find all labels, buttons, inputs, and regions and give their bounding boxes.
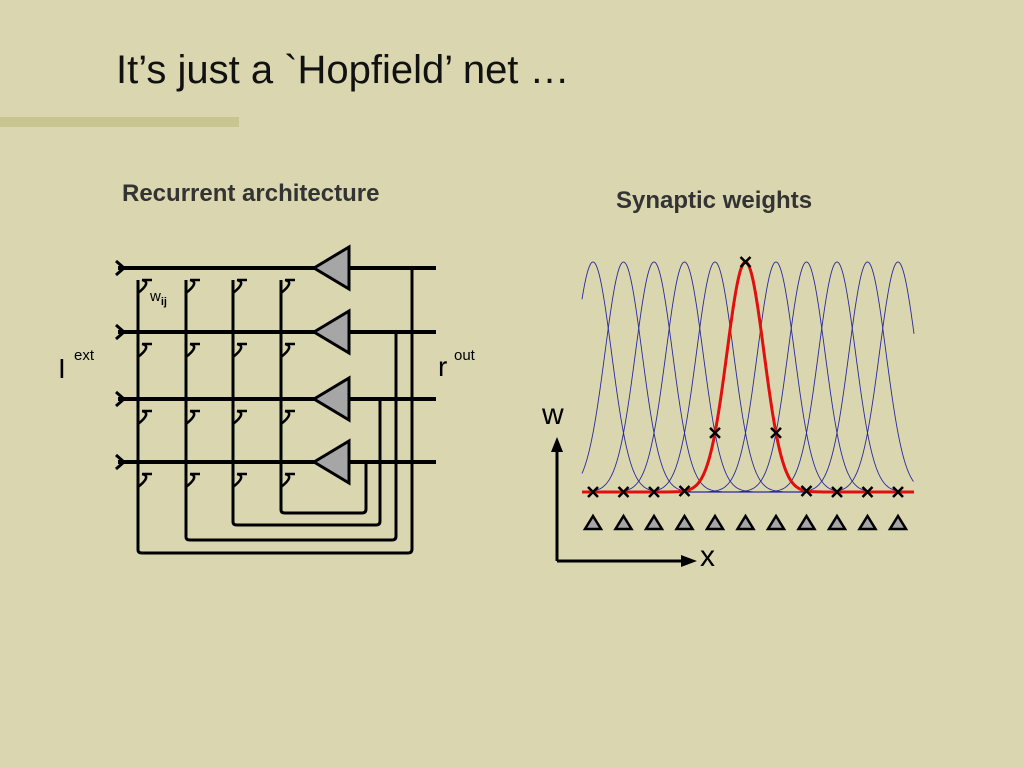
tuning-curve-3 bbox=[586, 261, 722, 493]
neuron-marker-1 bbox=[582, 513, 604, 531]
amplifier-1 bbox=[311, 244, 351, 292]
synapse-r4-c3 bbox=[232, 472, 247, 488]
synapse-r3-c1 bbox=[137, 409, 152, 425]
neuron-marker-4 bbox=[674, 513, 695, 531]
slide-title: It’s just a `Hopfield’ net … bbox=[116, 48, 570, 92]
tuning-curve-9 bbox=[769, 261, 905, 493]
architecture-subtitle: Recurrent architecture bbox=[122, 180, 380, 207]
input-label-superscript: ext bbox=[74, 347, 95, 364]
input-arrow-3 bbox=[115, 390, 127, 408]
weight-marker-8 bbox=[800, 485, 813, 497]
feedback-loop-1 bbox=[136, 268, 414, 555]
input-arrow-2 bbox=[115, 323, 127, 341]
output-label: r bbox=[438, 351, 447, 382]
tuning-curve-8 bbox=[738, 261, 875, 493]
tuning-curves bbox=[581, 261, 915, 493]
y-axis-label: w bbox=[541, 398, 564, 431]
tuning-curve-7 bbox=[708, 261, 844, 493]
weight-marker-6 bbox=[739, 256, 752, 268]
amplifier-2 bbox=[311, 308, 351, 356]
amplifier-4 bbox=[311, 438, 351, 486]
synapse-r4-c4 bbox=[280, 472, 295, 488]
feedback-loop-3 bbox=[231, 399, 382, 527]
neuron-markers bbox=[582, 513, 909, 531]
synapse-r2-c3 bbox=[232, 342, 247, 358]
neuron-marker-11 bbox=[887, 513, 909, 531]
tuning-curve-1 bbox=[581, 261, 661, 493]
neuron-marker-2 bbox=[613, 513, 634, 531]
x-axis-label: x bbox=[700, 540, 715, 573]
synapse-r1-c1 bbox=[137, 278, 152, 294]
weight-marker-2 bbox=[617, 486, 630, 498]
synapse-r1-c4 bbox=[280, 278, 295, 294]
tuning-curve-10 bbox=[799, 261, 914, 493]
synaptic-weights-plot: w x bbox=[541, 256, 915, 573]
neuron-marker-8 bbox=[796, 513, 817, 531]
input-arrow-1 bbox=[115, 259, 127, 277]
synapse-r4-c1 bbox=[137, 472, 152, 488]
synapse-r3-c2 bbox=[185, 409, 200, 425]
synapse-grid bbox=[137, 278, 295, 488]
amplifier-3 bbox=[311, 375, 351, 423]
synapse-r4-c2 bbox=[185, 472, 200, 488]
tuning-curve-6 bbox=[677, 261, 814, 493]
tuning-curve-5 bbox=[647, 261, 783, 493]
tuning-curve-11 bbox=[830, 261, 915, 493]
synapse-r2-c4 bbox=[280, 342, 295, 358]
neuron-marker-5 bbox=[704, 513, 726, 531]
synapse-r3-c4 bbox=[280, 409, 295, 425]
weight-marker-11 bbox=[892, 486, 904, 498]
neuron-marker-10 bbox=[857, 513, 878, 531]
feedback-loop-4 bbox=[279, 462, 368, 515]
neuron-marker-7 bbox=[765, 513, 787, 531]
synapse-r3-c3 bbox=[232, 409, 247, 425]
synapse-r1-c3 bbox=[232, 278, 247, 294]
synapse-r2-c2 bbox=[185, 342, 200, 358]
tuning-curve-2 bbox=[581, 261, 692, 493]
feedback-loop-2 bbox=[184, 332, 398, 542]
output-label-superscript: out bbox=[454, 347, 476, 364]
neuron-marker-3 bbox=[643, 513, 665, 531]
weight-marker-4 bbox=[678, 485, 691, 497]
title-underline-bar bbox=[0, 117, 239, 127]
weight-marker-7 bbox=[770, 427, 782, 439]
neuron-marker-6 bbox=[735, 513, 756, 531]
weight-label: wij bbox=[149, 288, 167, 308]
neuron-marker-9 bbox=[826, 513, 848, 531]
weight-marker-3 bbox=[648, 486, 660, 498]
y-axis-arrow bbox=[551, 437, 563, 452]
recurrent-architecture-diagram: wij I ext r out bbox=[58, 244, 476, 555]
weight-marker-5 bbox=[709, 427, 721, 439]
weight-marker-10 bbox=[861, 486, 874, 498]
weight-markers bbox=[587, 256, 904, 498]
tuning-curve-4 bbox=[616, 261, 753, 493]
synapse-r1-c2 bbox=[185, 278, 200, 294]
input-label: I bbox=[58, 353, 66, 384]
weights-subtitle: Synaptic weights bbox=[616, 187, 813, 214]
weight-marker-1 bbox=[587, 486, 599, 498]
input-arrow-4 bbox=[115, 453, 127, 471]
x-axis-arrow bbox=[681, 555, 697, 567]
synapse-r2-c1 bbox=[137, 342, 152, 358]
weight-marker-9 bbox=[831, 486, 843, 498]
